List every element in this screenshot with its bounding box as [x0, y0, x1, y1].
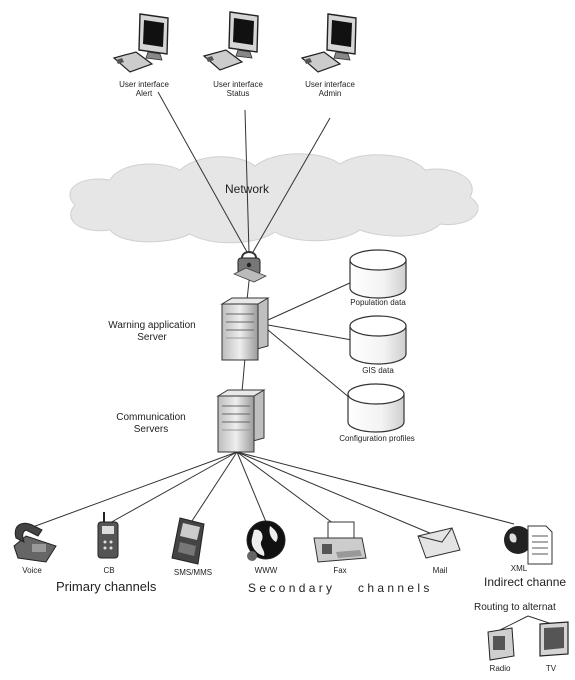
link-comm-mail	[236, 451, 433, 535]
label-population-data: Population data	[350, 298, 406, 307]
label-ui-alert-line1: User interface	[119, 80, 169, 89]
envelope-icon	[417, 527, 461, 559]
channel-label-sms: SMS/MMS	[173, 568, 213, 577]
group-label-secondary: S e c o n d a r y	[248, 581, 333, 595]
channel-label-fax: Fax	[333, 566, 347, 575]
database-icon	[347, 383, 405, 433]
workstation-icon	[300, 13, 357, 73]
link-comm-sms	[189, 451, 238, 525]
label-comm-server: Communication Servers	[96, 412, 206, 435]
workstation-icon	[202, 11, 259, 71]
database-icon	[349, 249, 407, 299]
label-config-profiles: Configuration profiles	[339, 434, 415, 443]
channel-label-xml: XML	[510, 564, 528, 573]
channel-label-voice: Voice	[22, 566, 42, 575]
link-comm-voice	[29, 451, 238, 529]
label-ui-alert-line2: Alert	[135, 89, 153, 99]
label-ui-admin-line1: User interface	[305, 80, 355, 89]
link-comm-fax	[236, 451, 335, 525]
link-status-lock	[244, 109, 250, 253]
link-server-gis	[267, 324, 353, 341]
group-label-channels: c h a n n e l s	[358, 581, 430, 595]
link-server-comm	[241, 357, 246, 393]
label-ui-admin: User interface Admin	[290, 80, 370, 98]
mobile-phone-icon	[171, 517, 205, 565]
link-admin-lock	[252, 117, 331, 253]
indirect-label-radio: Radio	[489, 664, 511, 673]
channel-label-mail: Mail	[432, 566, 448, 575]
link-routing-radio	[499, 615, 529, 631]
link-server-config	[267, 329, 351, 399]
label-warning-server: Warning application Server	[92, 320, 212, 343]
lock-icon	[233, 251, 267, 283]
link-server-population	[267, 281, 353, 321]
link-comm-www	[236, 451, 267, 523]
indirect-label-tv: TV	[545, 664, 557, 673]
network-cloud	[69, 153, 479, 244]
fax-icon	[313, 521, 367, 563]
label-comm-server-line1: Communication	[116, 412, 186, 423]
label-warning-server-line1: Warning application	[108, 320, 196, 331]
label-ui-status: User interface Status	[198, 80, 278, 98]
server-icon	[216, 389, 266, 453]
group-label-routing: Routing to alternat	[474, 602, 556, 613]
label-network: Network	[224, 182, 269, 196]
xml-document-icon	[504, 525, 553, 565]
link-alert-lock	[157, 91, 248, 253]
link-comm-cb	[107, 451, 238, 525]
connection-lines	[157, 91, 353, 399]
label-ui-status-line1: User interface	[213, 80, 263, 89]
link-comm-xml	[236, 451, 515, 525]
group-label-indirect: Indirect channe	[484, 576, 567, 589]
label-warning-server-line2: Server	[137, 331, 167, 343]
server-icon	[220, 297, 270, 361]
label-comm-server-line2: Servers	[133, 423, 169, 435]
radio-icon	[487, 627, 515, 661]
telephone-icon	[13, 522, 57, 563]
link-routing-tv	[527, 615, 553, 625]
label-gis-data: GIS data	[362, 366, 394, 375]
tv-icon	[539, 621, 569, 657]
channel-label-www: WWW	[254, 566, 278, 575]
label-ui-alert: User interface Alert	[104, 80, 184, 98]
workstation-icon	[112, 13, 169, 73]
globe-icon	[246, 520, 286, 561]
group-label-primary: Primary channels	[56, 579, 157, 594]
walkie-talkie-icon	[97, 512, 119, 559]
database-icon	[349, 315, 407, 365]
channel-label-cb: CB	[103, 566, 115, 575]
label-ui-admin-line2: Admin	[318, 89, 342, 99]
channel-links	[29, 451, 553, 631]
label-ui-status-line2: Status	[226, 89, 250, 99]
